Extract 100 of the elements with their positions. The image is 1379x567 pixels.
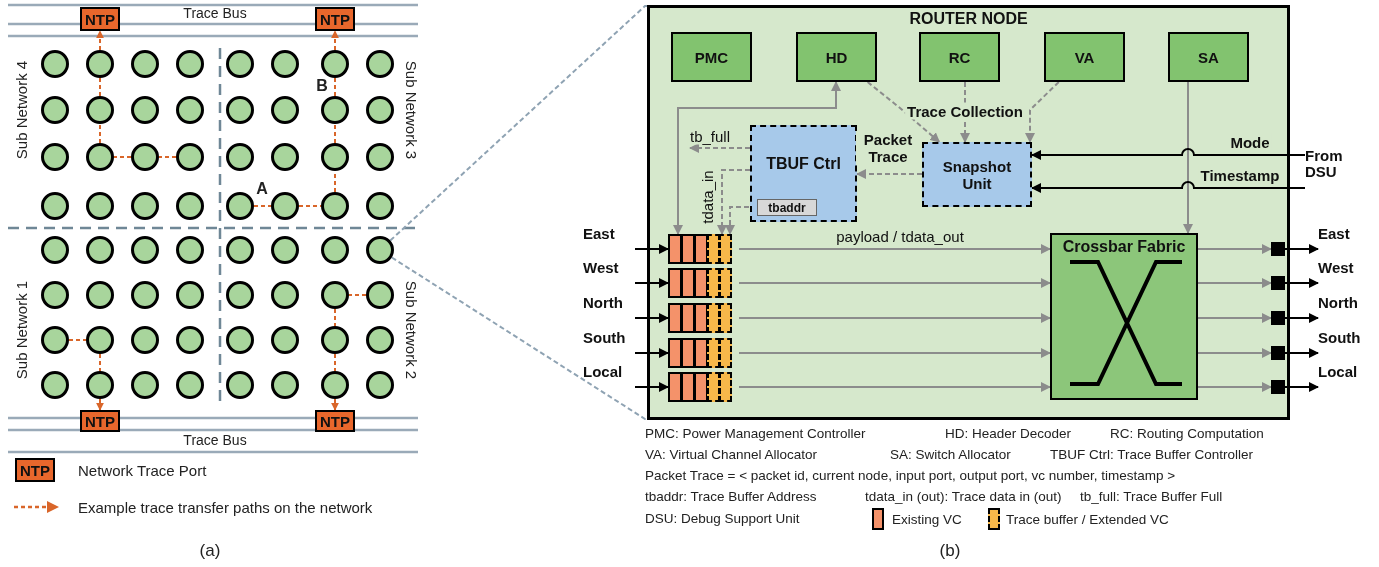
node-circle <box>176 50 204 78</box>
arrow <box>960 81 970 143</box>
subnetwork-label: Sub Network 3 <box>402 60 420 160</box>
node-circle <box>86 143 114 171</box>
node-circle <box>131 50 159 78</box>
connector-line <box>113 156 132 158</box>
node-circle <box>86 96 114 124</box>
connector-line <box>99 353 101 372</box>
output-port <box>1271 380 1285 394</box>
port-box: NTP <box>315 410 355 432</box>
node-circle <box>271 96 299 124</box>
node-circle <box>176 192 204 220</box>
node-circle <box>176 143 204 171</box>
node-circle <box>226 192 254 220</box>
port-box: NTP <box>315 7 355 31</box>
node-circle <box>366 143 394 171</box>
node-circle <box>366 192 394 220</box>
connector-line <box>253 205 272 207</box>
output-port <box>1271 311 1285 325</box>
subnetwork-label: Sub Network 1 <box>13 280 31 380</box>
port-label: West <box>583 260 635 287</box>
abbreviation-note: TBUF Ctrl: Trace Buffer Controller <box>1050 447 1254 463</box>
abbreviation-note: tbaddr: Trace Buffer Address <box>645 489 817 505</box>
arrow <box>1197 244 1272 254</box>
connector-line <box>99 77 101 97</box>
arrow <box>1031 148 1306 160</box>
arrow <box>1197 348 1272 358</box>
port-box: NTP <box>80 410 120 432</box>
arrow <box>673 81 841 235</box>
node-circle <box>86 50 114 78</box>
node-circle <box>131 371 159 399</box>
connector-line <box>99 123 101 144</box>
arrow <box>331 30 339 51</box>
node-circle <box>41 143 69 171</box>
unit-box <box>750 125 857 222</box>
node-circle <box>226 50 254 78</box>
abbreviation-note: DSU: Debug Support Unit <box>645 511 800 527</box>
node-circle <box>131 143 159 171</box>
connector-line <box>334 123 336 144</box>
node-circle <box>271 281 299 309</box>
port-label: East <box>583 226 635 253</box>
port-box: NTP <box>80 7 120 31</box>
arrow <box>96 398 104 411</box>
module-box: HD <box>796 32 877 82</box>
legend-text: Existing VC <box>892 511 962 527</box>
arrow <box>738 348 1051 358</box>
node-circle <box>271 236 299 264</box>
node-circle <box>271 192 299 220</box>
bus-label: Trace Bus <box>183 433 247 449</box>
node-circle <box>226 96 254 124</box>
port-label: West <box>1318 260 1370 287</box>
connector-line <box>389 5 648 242</box>
subnetwork-label: Sub Network 4 <box>13 60 31 160</box>
connector-line <box>334 353 336 372</box>
arrow <box>717 169 751 235</box>
port-label: North <box>1318 295 1370 322</box>
abbreviation-note: tb_full: Trace Buffer Full <box>1080 489 1223 505</box>
bus-label: Trace Bus <box>183 6 247 22</box>
node-circle <box>131 236 159 264</box>
node-circle <box>321 371 349 399</box>
router-panel <box>647 5 1290 420</box>
module-box: VA <box>1044 32 1125 82</box>
legend-text: Network Trace Port <box>78 461 207 479</box>
node-circle <box>41 50 69 78</box>
connector-line <box>348 294 367 296</box>
arrow <box>1197 382 1272 392</box>
node-circle <box>271 371 299 399</box>
node-circle <box>131 96 159 124</box>
arrow <box>738 244 1051 254</box>
node-circle <box>321 281 349 309</box>
node-circle <box>321 236 349 264</box>
port-label: South <box>583 330 635 357</box>
node-circle <box>366 371 394 399</box>
output-port <box>1271 276 1285 290</box>
arrow <box>634 382 669 392</box>
node-circle <box>131 326 159 354</box>
legend-text: Trace buffer / Extended VC <box>1006 511 1169 527</box>
crossbar-box <box>1050 233 1198 400</box>
subnetwork-label: Sub Network 2 <box>402 280 420 380</box>
node-circle <box>131 192 159 220</box>
connector-line <box>334 77 336 97</box>
arrow <box>1183 81 1193 234</box>
arrow <box>634 313 669 323</box>
node-circle <box>41 326 69 354</box>
arrow <box>96 30 104 51</box>
arrow <box>738 382 1051 392</box>
connector-line <box>334 308 336 327</box>
box-title: TBUF Ctrl <box>766 155 841 173</box>
node-circle <box>366 326 394 354</box>
node-circle <box>176 236 204 264</box>
node-circle <box>271 326 299 354</box>
module-box: PMC <box>671 32 752 82</box>
connector-line <box>68 339 87 341</box>
arrow <box>331 398 339 411</box>
node-circle <box>176 281 204 309</box>
node-circle <box>176 371 204 399</box>
node-circle <box>366 236 394 264</box>
connector-line <box>390 256 648 420</box>
module-box: RC <box>919 32 1000 82</box>
output-port <box>1271 346 1285 360</box>
